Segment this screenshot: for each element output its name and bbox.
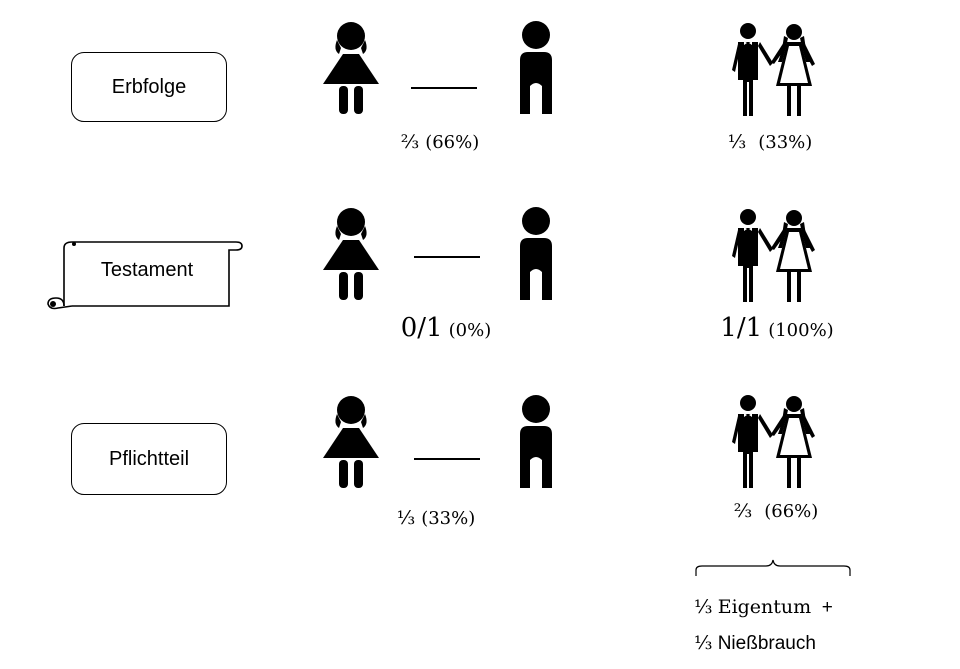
erbfolge-spouse-share: ⅓ (33%) bbox=[727, 131, 813, 153]
boy-icon bbox=[514, 20, 558, 116]
erbfolge-label: Erbfolge bbox=[111, 75, 187, 98]
pflichtteil-children-share: ⅓ (33%) bbox=[396, 507, 476, 529]
erbfolge-children-share: ⅔ (66%) bbox=[400, 131, 480, 153]
separator-line bbox=[414, 458, 480, 460]
girl-icon bbox=[321, 206, 381, 302]
testament-children-share: 0/1 (0%) bbox=[400, 313, 492, 343]
testament-spouse-share: 1/1 (100%) bbox=[720, 313, 834, 343]
brace bbox=[695, 559, 851, 576]
girl-icon bbox=[321, 394, 381, 490]
separator-line bbox=[411, 87, 477, 89]
scroll-icon bbox=[47, 241, 243, 310]
pflichtteil-label-box: Pflichtteil bbox=[71, 423, 227, 495]
split-line-1: ⅓ Eigentum + bbox=[694, 596, 833, 618]
girl-icon bbox=[321, 20, 381, 116]
bride-groom-icon bbox=[722, 22, 822, 118]
bride-groom-icon bbox=[722, 394, 822, 490]
separator-line bbox=[414, 256, 480, 258]
split-line-2: ⅓ Nießbrauch bbox=[694, 632, 816, 654]
boy-icon bbox=[514, 206, 558, 302]
pflichtteil-label: Pflichtteil bbox=[108, 447, 190, 470]
boy-icon bbox=[514, 394, 558, 490]
erbfolge-label-box: Erbfolge bbox=[71, 52, 227, 122]
testament-label: Testament bbox=[100, 258, 194, 281]
bride-groom-icon bbox=[722, 208, 822, 304]
pflichtteil-spouse-share: ⅔ (66%) bbox=[733, 500, 819, 522]
